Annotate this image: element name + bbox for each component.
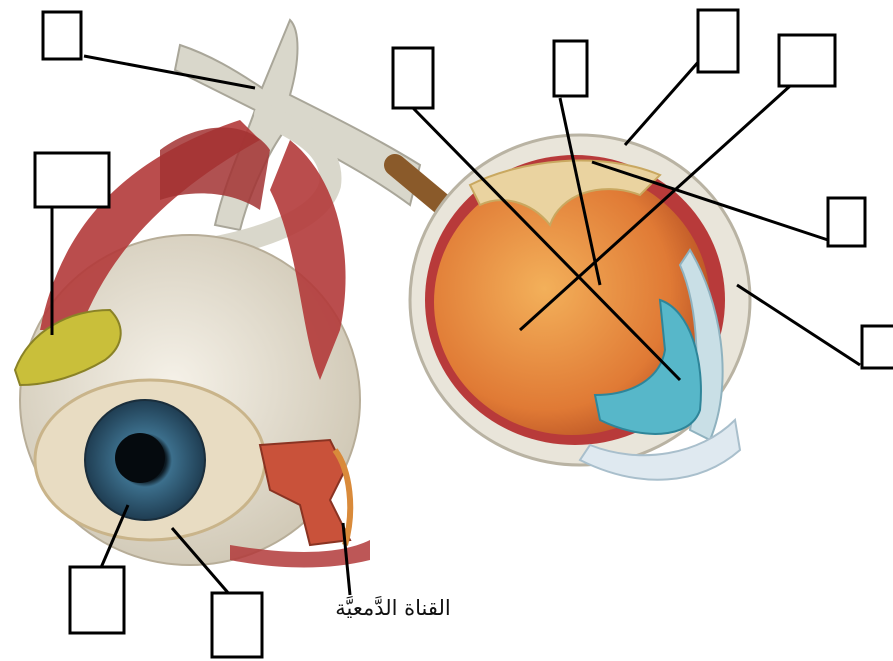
- label-box-cornea: [862, 326, 893, 368]
- label-box-optic-chiasm: [43, 12, 81, 59]
- label-box-lens: [393, 48, 433, 108]
- label-box-vitreous-body: [554, 41, 587, 96]
- label-box-pupil: [70, 567, 124, 633]
- label-box-choroid: [828, 198, 865, 246]
- label-box-sclera: [698, 10, 738, 72]
- label-box-iris: [212, 593, 262, 657]
- label-box-lacrimal-gland: [35, 153, 109, 207]
- label-box-retina: [779, 35, 835, 86]
- lacrimal-duct-caption: القناة الدَّمعيَّة: [318, 596, 468, 620]
